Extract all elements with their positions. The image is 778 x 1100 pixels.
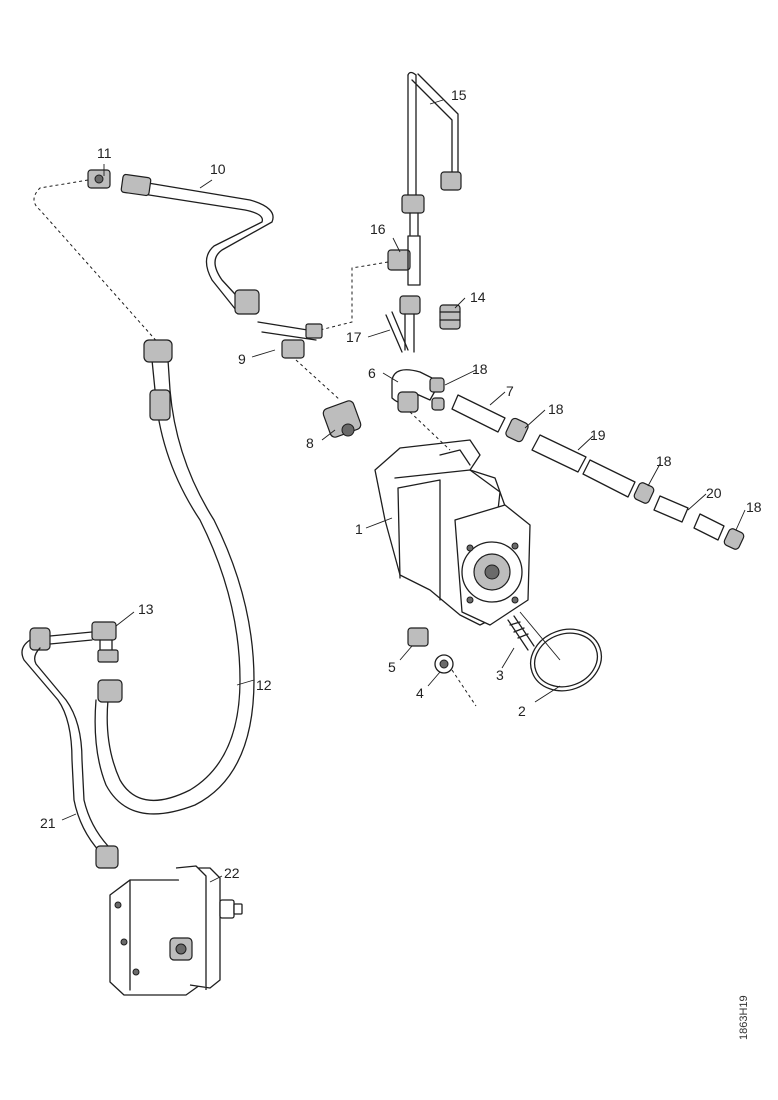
callout-18-right: 18 bbox=[656, 453, 672, 469]
callout-20: 20 bbox=[706, 485, 722, 501]
main-pump-1 bbox=[374, 439, 531, 626]
fitting-13 bbox=[91, 621, 119, 663]
clamp-18-b bbox=[505, 417, 529, 443]
fitting-8 bbox=[322, 400, 362, 438]
callout-2: 2 bbox=[518, 703, 526, 719]
callout-leaders bbox=[61, 99, 746, 883]
callout-15: 15 bbox=[451, 87, 467, 103]
leader-9 bbox=[295, 359, 341, 401]
callout-19: 19 bbox=[590, 427, 606, 443]
bolt-3 bbox=[507, 615, 535, 651]
hose-12 bbox=[94, 339, 255, 815]
callout-14: 14 bbox=[470, 289, 486, 305]
callout-3: 3 bbox=[496, 667, 504, 683]
fitting-14 bbox=[439, 304, 461, 330]
pipe-15 bbox=[401, 71, 462, 236]
pipe-21 bbox=[21, 627, 119, 869]
pump-22 bbox=[109, 865, 243, 996]
o-ring-2 bbox=[519, 611, 603, 692]
callout-9: 9 bbox=[238, 351, 246, 367]
callout-8: 8 bbox=[306, 435, 314, 451]
hose-19 bbox=[531, 434, 636, 498]
callout-18-end: 18 bbox=[746, 499, 762, 515]
figure-code: 1863H19 bbox=[738, 995, 750, 1040]
callout-10: 10 bbox=[210, 161, 226, 177]
tee-9 bbox=[257, 321, 323, 359]
callout-4: 4 bbox=[416, 685, 424, 701]
callout-1: 1 bbox=[355, 521, 363, 537]
clamp-18-c bbox=[633, 482, 655, 504]
clamp-18-top bbox=[429, 377, 445, 411]
nut-5 bbox=[407, 627, 429, 647]
tube-17 bbox=[385, 295, 421, 353]
callout-18-mid: 18 bbox=[548, 401, 564, 417]
leader-11 bbox=[33, 179, 161, 346]
leader-4 bbox=[451, 669, 477, 707]
hose-7 bbox=[451, 394, 506, 433]
callout-22: 22 bbox=[224, 865, 240, 881]
callout-12: 12 bbox=[256, 677, 272, 693]
nut-11 bbox=[87, 169, 111, 189]
clamp-18-d bbox=[723, 528, 745, 550]
callout-21: 21 bbox=[40, 815, 56, 831]
callout-13: 13 bbox=[138, 601, 154, 617]
callout-11: 11 bbox=[97, 145, 112, 161]
callout-5: 5 bbox=[388, 659, 396, 675]
washer-4 bbox=[434, 654, 454, 674]
union-16 bbox=[319, 235, 421, 331]
elbow-6 bbox=[391, 369, 441, 413]
callout-17: 17 bbox=[346, 329, 362, 345]
callout-7: 7 bbox=[506, 383, 514, 399]
pipe-10 bbox=[120, 173, 274, 315]
hose-20 bbox=[653, 495, 725, 541]
callout-16: 16 bbox=[370, 221, 386, 237]
callout-6: 6 bbox=[368, 365, 376, 381]
callout-18-top: 18 bbox=[472, 361, 488, 377]
